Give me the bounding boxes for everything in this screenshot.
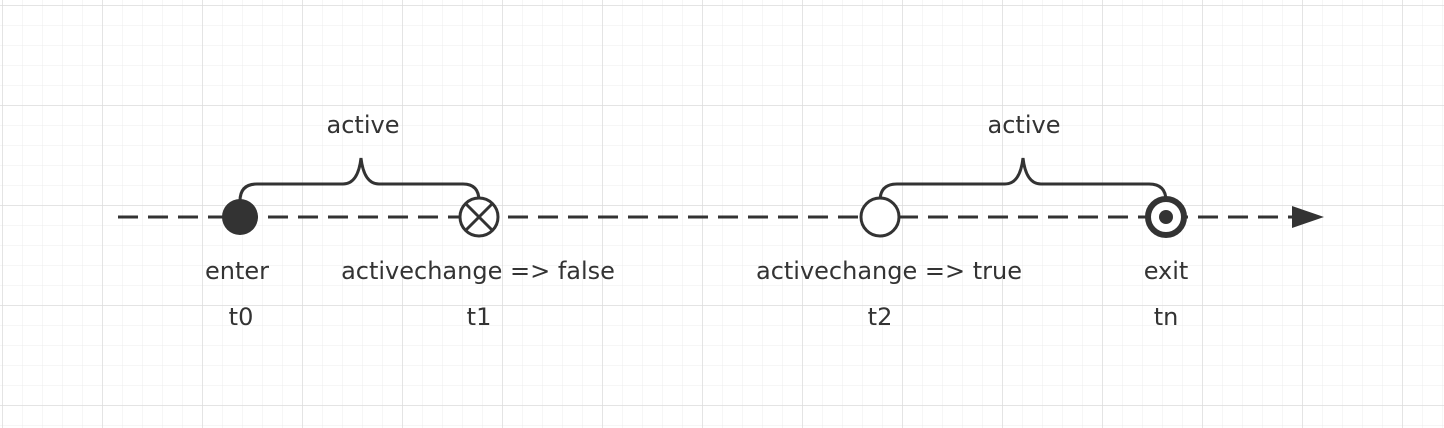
event-time-tn: tn	[1154, 303, 1179, 331]
exit-marker-icon	[1145, 196, 1187, 238]
active-bracket-2	[878, 157, 1168, 202]
open-circle-icon	[859, 196, 901, 238]
crossed-circle-icon	[458, 196, 500, 238]
event-label-activechange-true: activechange => true	[756, 257, 1022, 285]
event-label-enter: enter	[205, 257, 269, 285]
bracket-label-2: active	[988, 111, 1061, 139]
event-time-t1: t1	[467, 303, 492, 331]
timeline-arrow-icon	[1292, 206, 1324, 228]
event-time-t2: t2	[868, 303, 893, 331]
active-bracket-1	[238, 157, 481, 202]
event-label-activechange-false: activechange => false	[341, 257, 615, 285]
enter-marker-icon	[222, 199, 258, 235]
bracket-label-1: active	[327, 111, 400, 139]
event-label-exit: exit	[1144, 257, 1189, 285]
event-time-t0: t0	[229, 303, 254, 331]
